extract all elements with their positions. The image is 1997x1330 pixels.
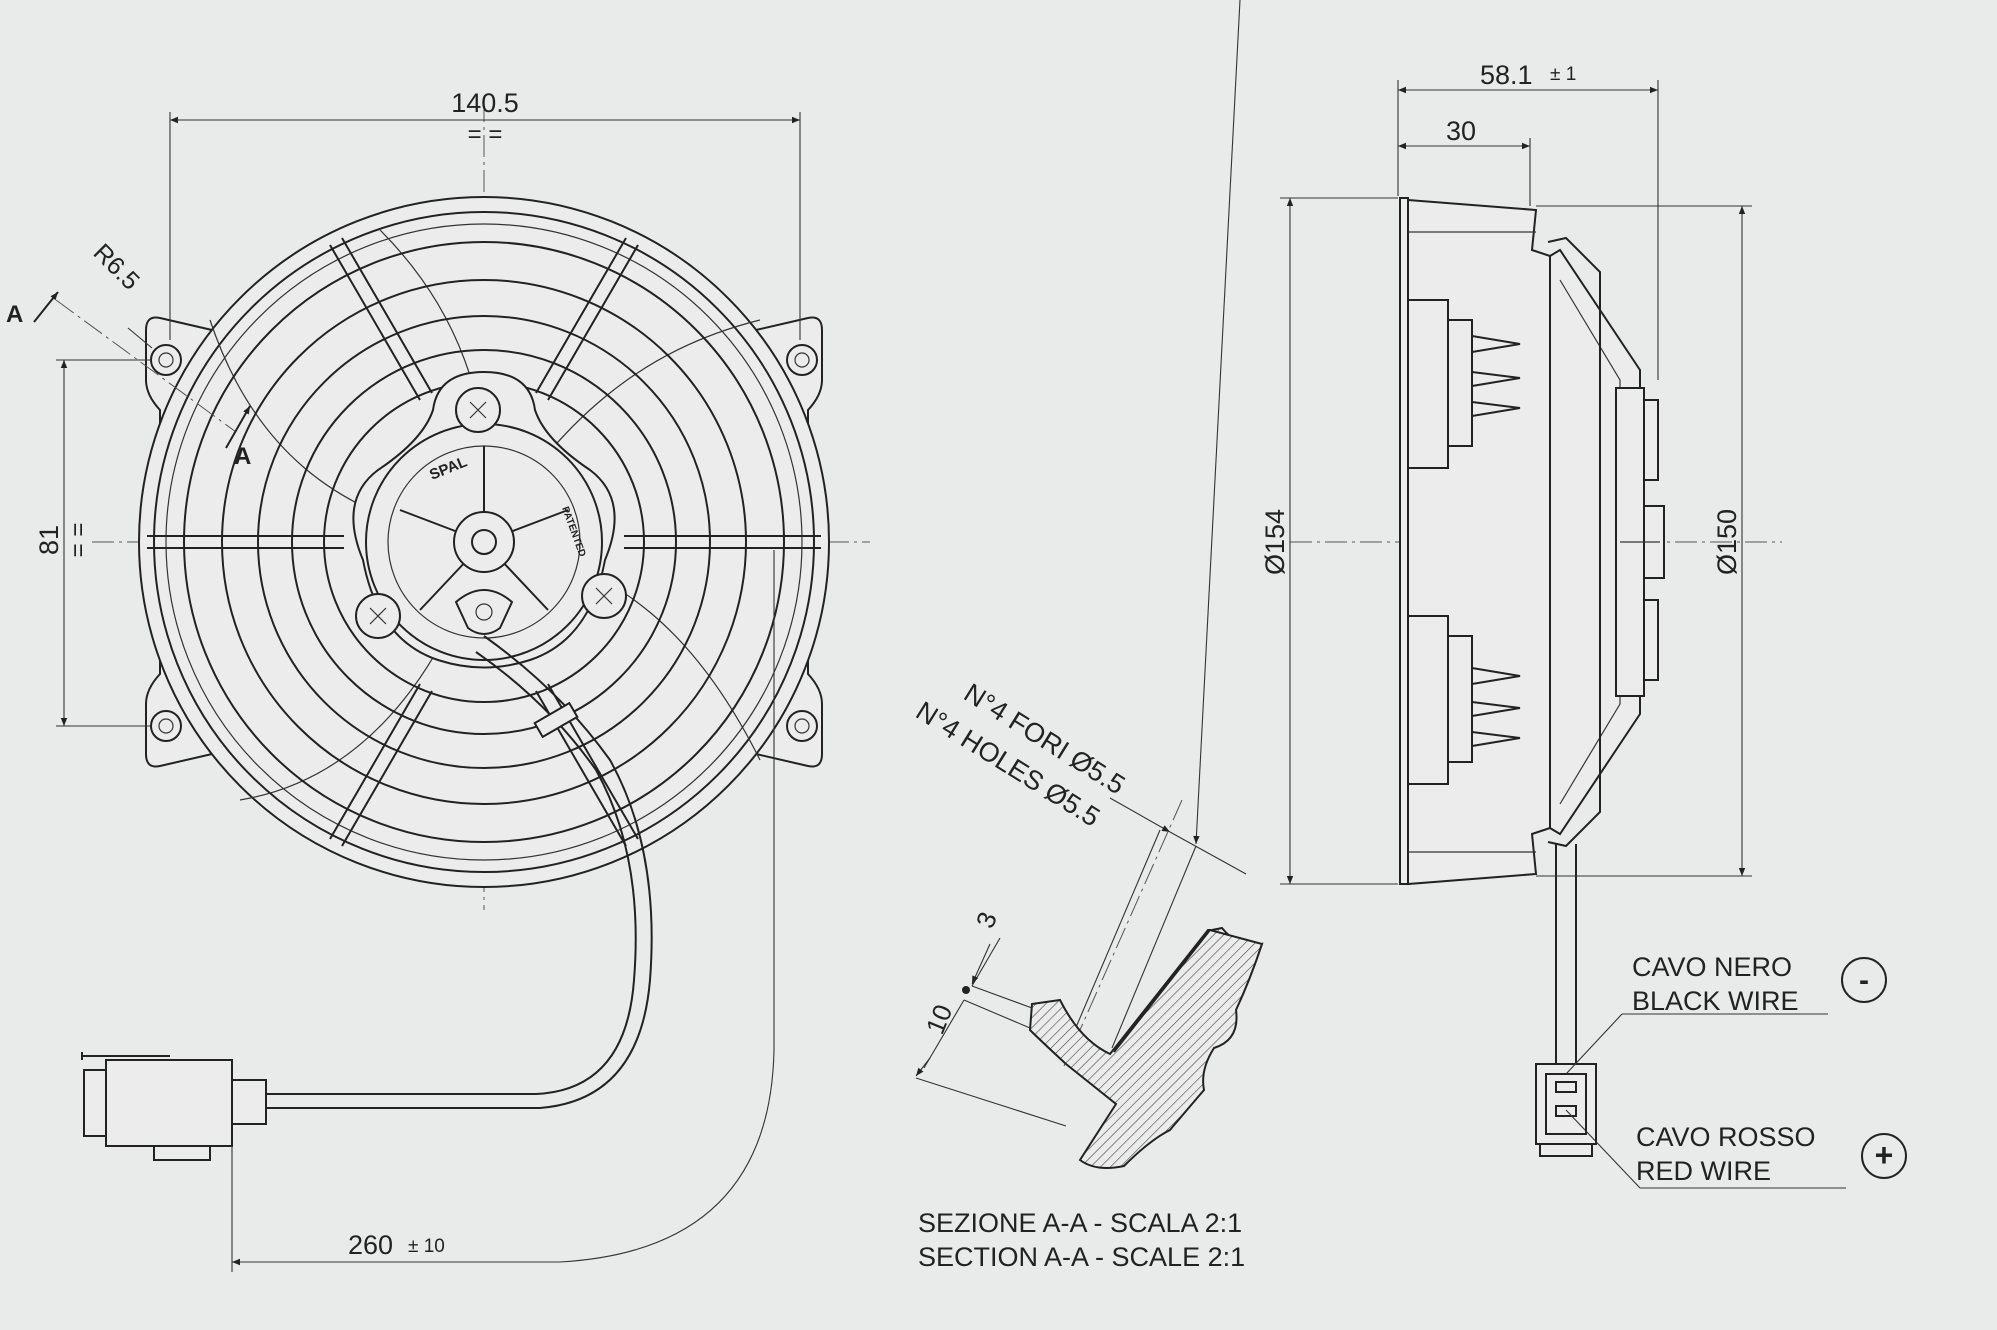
section-title-it: SEZIONE A-A - SCALA 2:1 [918, 1208, 1242, 1238]
dim-inner-diameter: Ø150 [1712, 509, 1742, 575]
dim-overall-depth-tol: ± 1 [1550, 64, 1576, 85]
positive-symbol: + [1875, 1137, 1894, 1173]
negative-symbol: - [1859, 964, 1869, 997]
mounting-holes [150, 344, 818, 742]
side-bracket [1547, 236, 1601, 848]
red-wire-label-en: RED WIRE [1636, 1156, 1771, 1186]
side-view [1290, 197, 1782, 1157]
dim-section-3: 3 [970, 908, 1003, 933]
hub-screws [355, 387, 627, 639]
red-wire-label-it: CAVO ROSSO [1636, 1122, 1816, 1152]
fan-guard-rings [183, 241, 785, 843]
section-flange-profile [1028, 926, 1264, 1169]
dim-width-symmetry: = = [468, 121, 503, 148]
black-wire-label-it: CAVO NERO [1632, 952, 1792, 982]
wire-connector [81, 1052, 267, 1161]
dim-outer-diameter: Ø154 [1260, 509, 1290, 575]
dim-overall-depth: 58.1 [1480, 60, 1533, 90]
section-mark-a-bottom: A [234, 443, 251, 470]
section-view: N°4 FORI Ø5.5 N°4 HOLES Ø5.5 3 10 SEZION… [911, 0, 1264, 1272]
dim-height-label: 81 [34, 525, 64, 555]
motor-shaft [453, 511, 515, 573]
black-wire-label-en: BLACK WIRE [1632, 986, 1799, 1016]
dim-section-10: 10 [920, 1000, 959, 1038]
positive-terminal-icon [1861, 1133, 1907, 1179]
section-mark-a-top: A [6, 301, 23, 328]
dim-cable-tolerance: ± 10 [408, 1236, 445, 1257]
side-flange [1399, 197, 1409, 885]
dim-width-label: 140.5 [451, 88, 519, 118]
section-title-en: SECTION A-A - SCALE 2:1 [918, 1242, 1245, 1272]
wire-labels: CAVO NERO BLACK WIRE - CAVO ROSSO RED WI… [1565, 952, 1907, 1189]
cable-outlet [454, 589, 514, 635]
fan-guard-spokes [147, 237, 821, 847]
cable-grommet [533, 701, 579, 739]
side-fins [1471, 335, 1521, 747]
side-bosses [1407, 299, 1473, 785]
dim-cable-length: 260 [348, 1230, 393, 1260]
front-view: SPAL PATENTED [81, 100, 870, 1161]
side-dimensions: 58.1 ± 1 30 Ø154 Ø150 [1260, 60, 1752, 885]
power-cable [265, 635, 653, 1109]
dim-mount-depth: 30 [1446, 116, 1476, 146]
dimension-dot [962, 986, 970, 994]
dim-radius-label: R6.5 [88, 238, 145, 295]
negative-terminal-icon [1841, 957, 1887, 1003]
dim-height-symmetry: = = [65, 523, 92, 558]
